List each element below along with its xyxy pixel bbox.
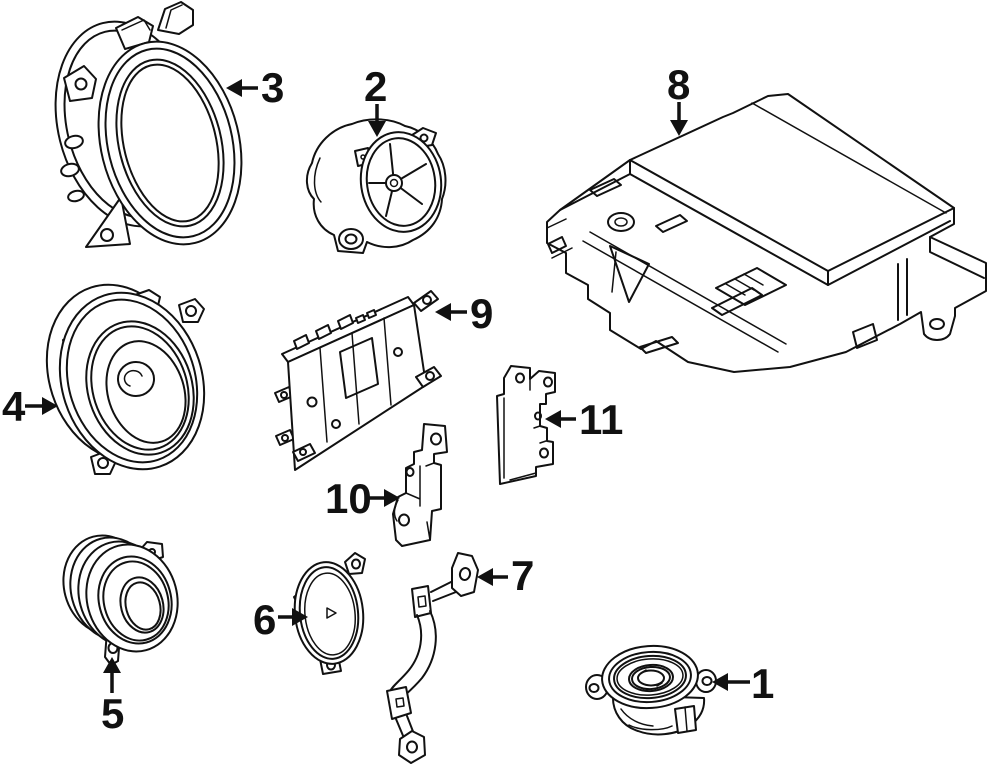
arrowhead-right-icon: [384, 489, 400, 507]
callout-5[interactable]: 5: [101, 657, 124, 737]
callout-10[interactable]: 10: [325, 475, 400, 522]
callout-number: 8: [667, 61, 690, 108]
arrowhead-up-icon: [103, 657, 121, 673]
callout-number: 5: [101, 690, 124, 737]
arrowhead-down-icon: [670, 120, 688, 136]
arrowhead-right-icon: [292, 608, 308, 626]
part-drawing-bracket-strap: [386, 552, 479, 764]
arrowhead-left-icon: [545, 410, 561, 428]
callout-1[interactable]: 1: [712, 660, 774, 707]
callout-6[interactable]: 6: [253, 596, 308, 643]
part-drawing-small-speaker: [62, 534, 179, 666]
part-drawing-mounting-bracket-10: [392, 423, 448, 547]
callout-number: 4: [2, 383, 26, 430]
callout-2[interactable]: 2: [364, 63, 387, 137]
arrowhead-left-icon: [435, 303, 451, 321]
callout-number: 9: [470, 290, 493, 337]
callout-number: 7: [511, 552, 534, 599]
callout-11[interactable]: 11: [545, 396, 623, 443]
arrowhead-left-icon: [226, 79, 242, 97]
part-drawing-amplifier-unit: [546, 93, 987, 373]
callout-number: 2: [364, 63, 387, 110]
arrowhead-left-icon: [477, 568, 493, 586]
callout-7[interactable]: 7: [477, 552, 534, 599]
callout-4[interactable]: 4: [2, 383, 58, 430]
callout-8[interactable]: 8: [667, 61, 690, 136]
arrowhead-left-icon: [712, 673, 728, 691]
callout-9[interactable]: 9: [435, 290, 493, 337]
part-drawing-mounting-bracket-11: [496, 365, 556, 485]
part-drawing-speaker-mounting-ring: [54, 1, 243, 248]
callout-number: 6: [253, 596, 276, 643]
callout-number: 3: [261, 64, 284, 111]
callout-number: 1: [751, 660, 774, 707]
arrowhead-right-icon: [42, 397, 58, 415]
part-drawing-speaker-assembly: [585, 644, 717, 736]
callout-number: 11: [579, 396, 623, 443]
callout-3[interactable]: 3: [226, 64, 284, 111]
part-drawing-door-speaker: [45, 283, 206, 475]
part-drawing-tweeter-speaker: [306, 118, 447, 254]
part-drawing-amplifier-module: [274, 290, 442, 471]
callout-number: 10: [325, 475, 372, 522]
arrowhead-down-icon: [368, 121, 386, 137]
